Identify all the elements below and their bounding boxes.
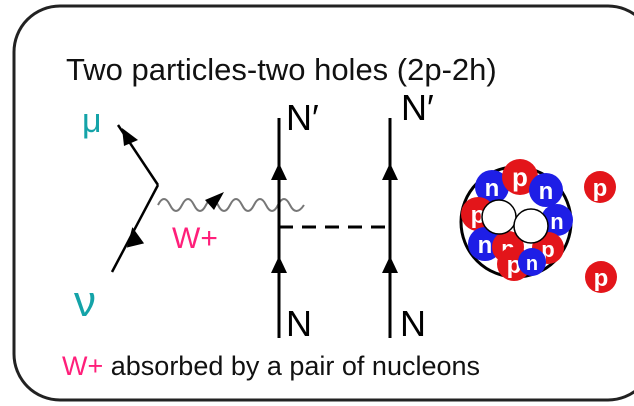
nucleon-1-upper-arrow-icon <box>271 163 287 180</box>
diagram-caption: W+ absorbed by a pair of nucleons <box>62 351 480 381</box>
nucleon-2-upper-arrow-icon <box>382 163 398 180</box>
ejected-proton-1-label: p <box>593 175 608 202</box>
diagram-title: Two particles-two holes (2p-2h) <box>66 52 497 87</box>
neutrino-line <box>110 184 160 273</box>
w-boson-arrow-icon <box>205 192 224 210</box>
ejected-proton-2: p <box>585 261 617 293</box>
nucleon-out-label-2: N′ <box>401 87 434 128</box>
neutron-1-label: n <box>485 175 500 202</box>
neutron-1: n <box>475 170 509 204</box>
nucleon-in-label-2: N <box>400 303 426 344</box>
proton-1-label: p <box>512 162 528 192</box>
neutron-2: n <box>529 173 563 207</box>
neutron-2-label: n <box>539 178 554 205</box>
proton-1: p <box>502 159 538 195</box>
neutron-4-label: n <box>478 232 493 259</box>
muon-label: μ <box>82 102 102 140</box>
hole-1 <box>481 199 517 235</box>
neutron-3-label: n <box>550 209 563 234</box>
nucleon-out-label-1: N′ <box>286 97 319 138</box>
diagram-frame <box>12 4 634 402</box>
nucleon-lines <box>271 118 398 338</box>
neutron-5: n <box>518 248 546 276</box>
muon-arrow-icon <box>122 128 138 146</box>
proton-4-label: p <box>541 237 554 262</box>
neutrino-label: ν <box>74 277 96 326</box>
proton-5-label: p <box>507 252 522 279</box>
caption-text: absorbed by a pair of nucleons <box>103 351 480 381</box>
w-boson-label: W+ <box>172 222 218 255</box>
neutron-5-label: n <box>526 253 538 275</box>
ejected-proton-1: p <box>584 171 616 203</box>
caption-boson: W+ <box>62 351 103 381</box>
nucleon-1-lower-arrow-icon <box>271 256 287 273</box>
ejected-proton-2-label: p <box>594 265 609 292</box>
nucleon-in-label-1: N <box>286 303 312 344</box>
neutron-3: n <box>541 204 573 236</box>
neutrino-arrow-icon <box>126 227 145 248</box>
nucleon-2-lower-arrow-icon <box>382 256 398 273</box>
proton-2-label: p <box>471 202 486 229</box>
ejected-protons: p p <box>584 171 617 293</box>
nucleus: n p n p n n p p p n <box>459 159 573 281</box>
hole-2 <box>513 208 549 244</box>
lepton-vertex <box>110 124 160 273</box>
